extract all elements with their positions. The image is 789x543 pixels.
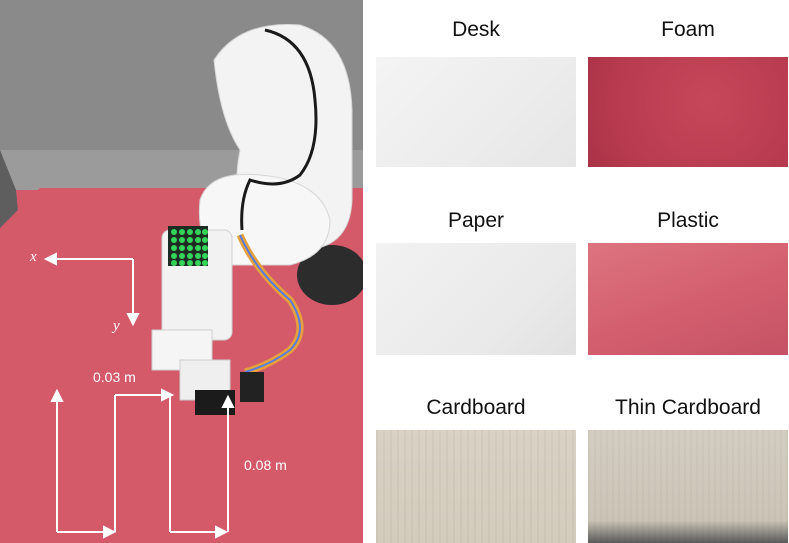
led-dots bbox=[171, 229, 208, 266]
swatch-thin-cardboard bbox=[588, 430, 788, 543]
robot-scene bbox=[0, 0, 363, 543]
swatch-paper bbox=[376, 243, 576, 355]
caption-foam: Foam bbox=[661, 18, 715, 41]
ribbon-cable-stripe bbox=[239, 234, 301, 373]
caption-cardboard: Cardboard bbox=[426, 396, 526, 419]
length-label: 0.08 m bbox=[244, 457, 287, 473]
axis-y-label: y bbox=[113, 318, 120, 334]
robot-cable bbox=[240, 28, 318, 231]
swatch-plastic bbox=[588, 243, 788, 355]
axis-x-label: x bbox=[30, 249, 37, 265]
trajectory bbox=[50, 388, 235, 539]
sensor-board bbox=[240, 372, 264, 402]
robot-base bbox=[297, 245, 363, 305]
axes bbox=[43, 252, 140, 327]
spacing-label: 0.03 m bbox=[93, 369, 136, 385]
swatch-desk bbox=[376, 57, 576, 167]
swatch-foam bbox=[588, 57, 788, 167]
caption-desk: Desk bbox=[452, 18, 500, 41]
caption-thin-cardboard: Thin Cardboard bbox=[615, 396, 761, 419]
caption-paper: Paper bbox=[447, 209, 505, 232]
robot-photo: x y 0.03 m 0.08 m bbox=[0, 0, 363, 543]
swatch-cardboard bbox=[376, 430, 576, 543]
caption-plastic: Plastic bbox=[657, 209, 719, 232]
